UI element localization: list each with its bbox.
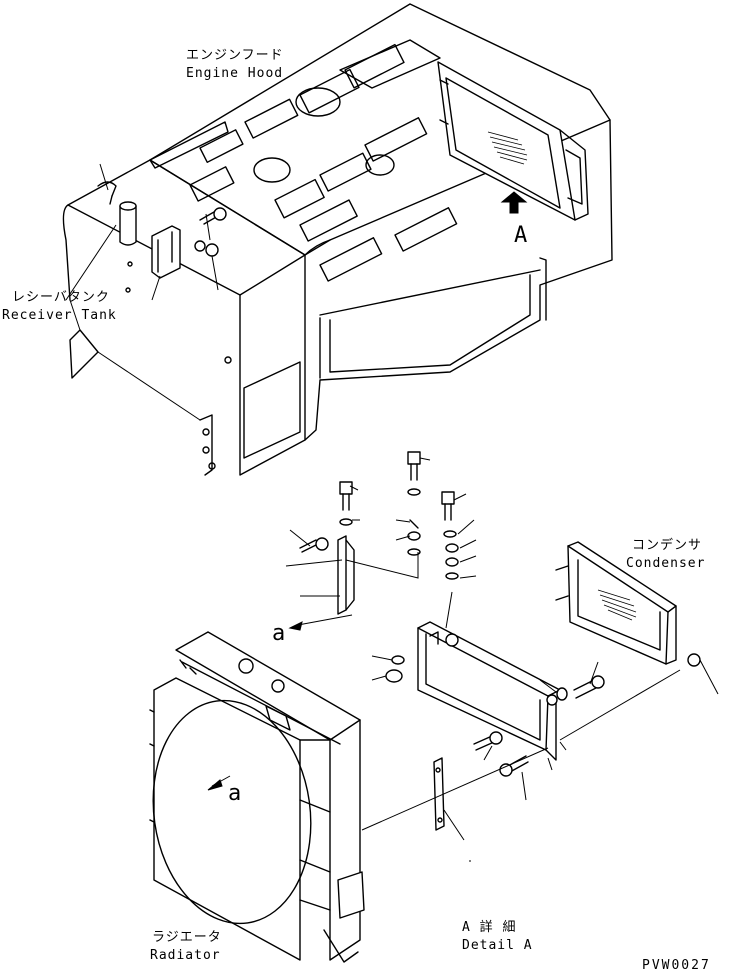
radiator-en-label: Radiator [150, 948, 221, 963]
condenser-jp-label: コンデンサ [632, 538, 703, 553]
ref-a-pointer-label: a [272, 621, 286, 646]
bracket-hardware [285, 451, 477, 631]
hood-condenser-core [487, 131, 528, 165]
engine-hood [62, 3, 613, 476]
condenser-mount-frame [361, 591, 681, 862]
receiver-tank-en-label: Receiver Tank [2, 308, 117, 323]
engine-hood-jp-label: エンジンフード [186, 48, 284, 63]
radiator-jp-label: ラジエータ [152, 930, 222, 945]
drawing-code: PVW0027 [642, 958, 711, 973]
detail-a-en-label: Detail A [462, 938, 533, 953]
hood-condenser-frame [437, 61, 589, 221]
engine-hood-en-label: Engine Hood [186, 66, 284, 81]
view-a-label: A [514, 223, 528, 248]
condenser-en-label: Condenser [626, 556, 706, 571]
ref-a-arrow [288, 621, 303, 631]
ref-a-radiator-label: a [228, 781, 242, 806]
receiver-tank-jp-label: レシーバタンク [12, 290, 110, 305]
radiator [149, 631, 365, 963]
radiator-ref-arrow [207, 779, 223, 791]
view-a-arrow [500, 191, 528, 214]
detail-a-jp-label: A 詳 細 [462, 920, 517, 935]
condenser [555, 541, 719, 695]
receiver-tank-group [65, 163, 227, 301]
condenser-core [597, 589, 637, 621]
